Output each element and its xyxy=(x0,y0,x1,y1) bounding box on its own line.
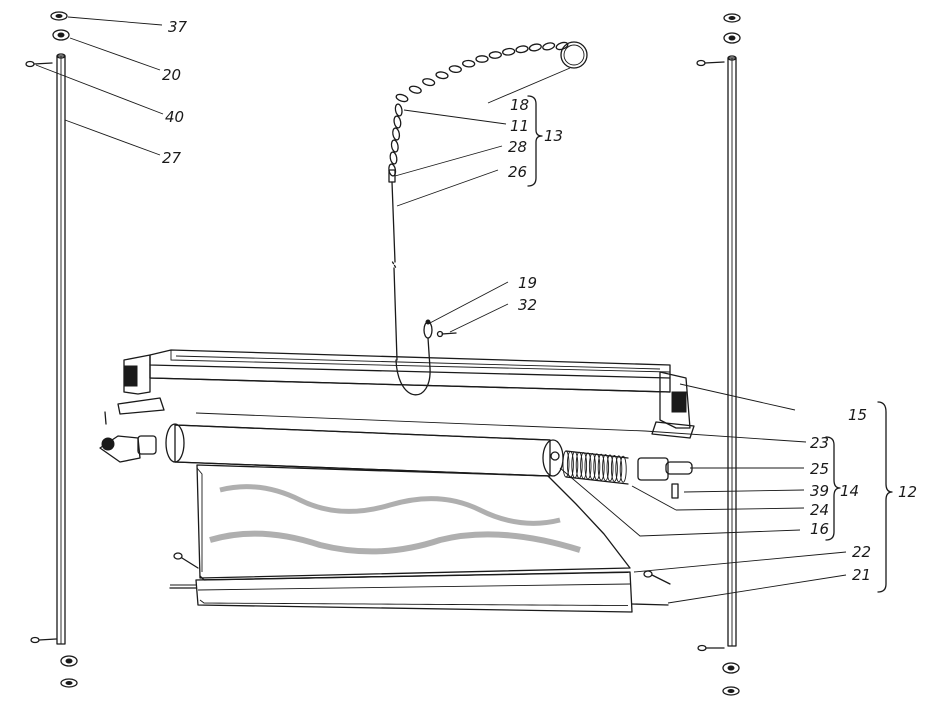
pull-chain-assembly xyxy=(388,41,588,396)
head-rail-15 xyxy=(117,349,695,439)
spring-coil xyxy=(615,455,623,483)
left-bottom-washer xyxy=(60,678,78,688)
chain-link xyxy=(389,151,398,165)
label-19: 19 xyxy=(518,274,537,292)
chain-link xyxy=(448,65,462,74)
hook-19 xyxy=(423,319,433,369)
chain-link xyxy=(395,93,409,103)
label-12: 12 xyxy=(898,483,917,501)
pull-ring-18 xyxy=(560,41,588,69)
label-24: 24 xyxy=(810,501,829,519)
left-bracket xyxy=(123,354,151,395)
chain-link xyxy=(392,127,401,141)
roller-tube xyxy=(165,423,564,477)
left-guide-rod xyxy=(25,11,78,688)
cable-loop xyxy=(395,359,431,396)
chain-link xyxy=(408,85,422,94)
label-27: 27 xyxy=(162,149,182,167)
label-32: 32 xyxy=(518,296,537,314)
spring-coil xyxy=(593,453,601,481)
chain-link xyxy=(528,43,542,52)
bottom-bar-22 xyxy=(195,571,633,613)
chain-link xyxy=(542,42,556,51)
right-top-cotter-pin xyxy=(696,59,725,67)
label-39: 39 xyxy=(810,482,829,500)
bottom-cotter-pin-right xyxy=(643,570,671,585)
chain-link xyxy=(555,41,569,51)
part-labels: 37 20 40 27 18 11 28 26 13 19 32 15 23 2… xyxy=(162,18,917,584)
label-15: 15 xyxy=(848,406,867,424)
screw-32 xyxy=(436,330,457,338)
label-26: 26 xyxy=(508,163,527,181)
label-25: 25 xyxy=(810,460,829,478)
label-14: 14 xyxy=(840,482,859,500)
spring-plug-25 xyxy=(637,457,693,481)
brace-13 xyxy=(527,95,543,187)
label-23: 23 xyxy=(810,434,829,452)
bottom-bar-pin-21 xyxy=(631,603,669,606)
left-top-nut-20 xyxy=(52,29,70,41)
label-18: 18 xyxy=(510,96,529,114)
chain-link xyxy=(390,139,399,153)
label-28: 28 xyxy=(508,138,527,156)
bottom-cotter-pin-left xyxy=(173,552,199,569)
label-22: 22 xyxy=(852,543,871,561)
spring-24 xyxy=(562,450,629,485)
right-bracket xyxy=(659,371,691,429)
chain-link xyxy=(435,71,449,80)
brace-14 xyxy=(825,436,841,541)
chain-link xyxy=(394,103,403,117)
spring-coil xyxy=(619,455,627,483)
left-bottom-cotter-pin xyxy=(30,636,57,644)
chain-11 xyxy=(388,41,569,177)
chain-link xyxy=(475,55,489,63)
left-top-cotter-pin-40 xyxy=(25,60,53,68)
left-end-plug-23 xyxy=(99,411,157,463)
chain-link xyxy=(422,78,436,87)
label-13: 13 xyxy=(544,127,563,145)
left-bottom-nut xyxy=(60,655,78,667)
tube-end-cap-16 xyxy=(542,439,564,477)
label-37: 37 xyxy=(168,18,188,36)
label-21: 21 xyxy=(852,566,871,584)
brace-12 xyxy=(877,401,893,593)
left-top-washer-37 xyxy=(50,11,68,21)
right-bottom-cotter-pin xyxy=(697,644,725,652)
right-guide-rod xyxy=(696,13,741,696)
spring-coil xyxy=(602,454,610,482)
chain-link xyxy=(462,59,476,68)
cable-26 xyxy=(391,181,396,263)
label-20: 20 xyxy=(162,66,181,84)
chain-link xyxy=(393,115,402,129)
label-40: 40 xyxy=(165,108,184,126)
pin-39 xyxy=(671,483,679,499)
blind-fabric xyxy=(169,464,671,613)
spring-coil xyxy=(610,454,618,482)
label-11: 11 xyxy=(510,117,529,135)
leader-lines xyxy=(35,16,847,604)
chain-link xyxy=(488,51,502,59)
label-16: 16 xyxy=(810,520,829,538)
spring-coil xyxy=(597,453,605,481)
chain-link xyxy=(502,47,516,56)
chain-link xyxy=(515,45,529,54)
spring-coil xyxy=(606,454,614,482)
